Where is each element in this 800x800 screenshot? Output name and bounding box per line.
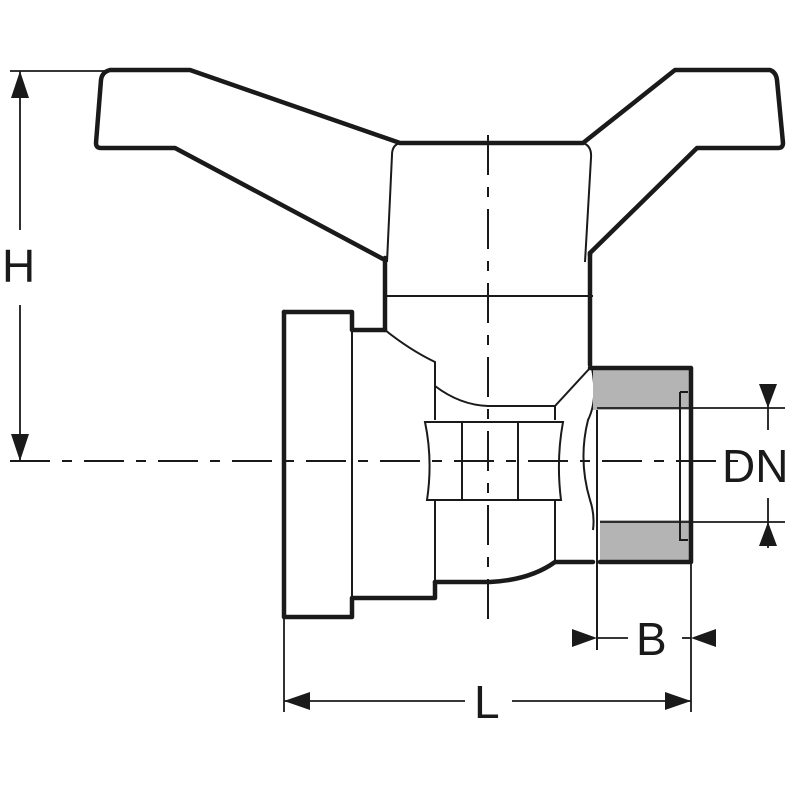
dimension-label-l: L <box>474 676 500 728</box>
dimension-h: H <box>2 70 110 461</box>
dimension-b: B <box>572 562 716 712</box>
dimension-dn: DN <box>597 384 788 548</box>
dimension-label-b: B <box>636 613 667 665</box>
right-socket-section <box>587 365 694 650</box>
center-lines <box>10 135 745 630</box>
t-handle <box>93 67 786 368</box>
dimension-label-h: H <box>2 240 35 292</box>
left-union-nut <box>281 309 438 620</box>
valve-body <box>384 329 596 585</box>
dimension-label-dn: DN <box>722 440 788 492</box>
dimension-l: L <box>283 617 691 728</box>
